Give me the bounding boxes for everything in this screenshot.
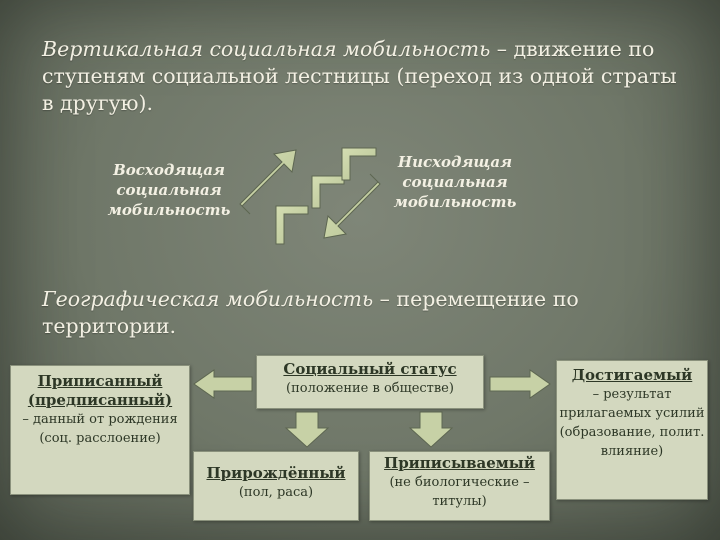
assigned-status-box: Приписываемый (не биологические – титулы… [369,451,550,521]
achieved-status-note: – результат прилагаемых усилий (образова… [559,387,705,459]
vertical-mobility-term: Вертикальная социальная мобильность [42,37,491,61]
geographic-mobility-definition: – перемещение по территории. [42,287,579,338]
innate-status-box: Прирождённый (пол, раса) [193,451,359,521]
geographic-mobility-paragraph: Географическая мобильность – перемещение… [42,286,692,340]
innate-status-note: (пол, раса) [238,485,314,500]
arrow-left-icon [193,369,253,399]
ascribed-status-title: Приписанный (предписанный) [27,372,173,409]
ascending-arrow-icon [239,149,297,215]
descending-arrow-icon [323,173,381,239]
achieved-status-box: Достигаемый – результат прилагаемых усил… [556,360,708,500]
stairs-icon [275,147,377,245]
social-status-box: Социальный статус (положение в обществе) [256,355,484,409]
descending-mobility-label: Нисходящая социальная мобильность [393,153,517,211]
assigned-status-title: Приписываемый [384,454,535,472]
ascribed-status-box: Приписанный (предписанный) – данный от р… [10,365,190,495]
social-status-title: Социальный статус [283,360,457,378]
ascribed-status-note: – данный от рождения (соц. расслоение) [22,412,178,446]
arrow-down-left-icon [284,411,330,448]
vertical-mobility-definition: – движение по ступеням социальной лестни… [42,37,677,115]
arrow-down-right-icon [408,411,454,448]
ascending-mobility-label: Восходящая социальная мобильность [107,161,231,219]
innate-status-title: Прирождённый [206,464,346,482]
achieved-status-title: Достигаемый [571,366,693,384]
vertical-mobility-paragraph: Вертикальная социальная мобильность – дв… [42,36,692,117]
arrow-right-icon [489,369,551,399]
geographic-mobility-term: Географическая мобильность [42,287,374,311]
assigned-status-note: (не биологические – титулы) [389,475,530,509]
social-status-note: (положение в обществе) [286,381,454,396]
